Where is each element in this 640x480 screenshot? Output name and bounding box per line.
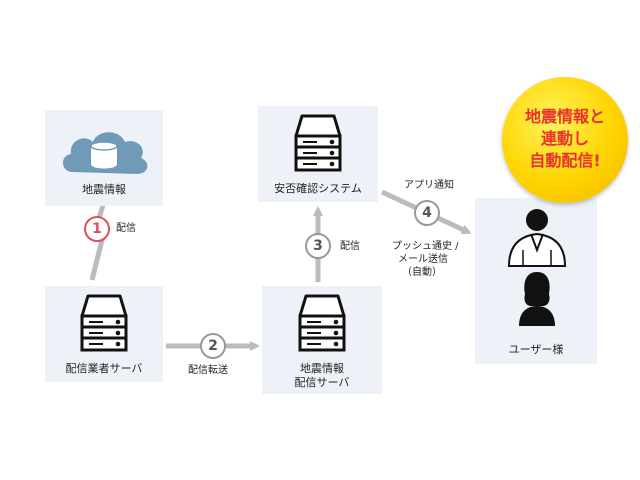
step-label-2: 配信転送 xyxy=(188,365,228,376)
step-label-4-line3: （自動） xyxy=(402,267,442,278)
cloud-database-icon xyxy=(62,132,148,174)
badge-line3: 自動配信! xyxy=(529,151,601,170)
node-label-line2: 配信サーバ xyxy=(294,376,350,389)
badge-line2: 連動し xyxy=(540,129,589,148)
users-icon xyxy=(507,209,567,326)
server-icon xyxy=(294,114,342,172)
node-label: ユーザー様 xyxy=(508,343,564,356)
step-number-3: 3 xyxy=(305,233,331,259)
server-icon xyxy=(298,294,346,352)
badge-line1: 地震情報と xyxy=(524,107,605,126)
step-label-4-line2: メール送信 xyxy=(398,254,448,265)
step-label-4-line1: プッシュ通史 / xyxy=(392,241,459,252)
step-number-2: 2 xyxy=(200,333,226,359)
step-label-3: 配信 xyxy=(340,241,360,252)
node-label: 配信業者サーバ xyxy=(65,362,143,375)
promo-badge: 地震情報と 連動し 自動配信! xyxy=(502,77,628,203)
node-quake-info: 地震情報 xyxy=(45,110,163,206)
woman-icon xyxy=(519,272,555,326)
node-users: ユーザー様 xyxy=(475,198,597,364)
node-safety-confirmation-system: 安否確認システム xyxy=(258,106,378,202)
node-label: 安否確認システム xyxy=(274,182,362,195)
server-icon xyxy=(80,294,128,352)
man-icon xyxy=(507,209,567,267)
node-quake-distribution-server: 地震情報 配信サーバ xyxy=(262,286,382,394)
node-label: 地震情報 xyxy=(82,183,126,196)
step-label-4-top: アプリ通知 xyxy=(404,180,454,191)
step-number-1: 1 xyxy=(84,216,110,242)
step-number-4: 4 xyxy=(414,200,440,226)
node-label-line1: 地震情報 xyxy=(300,362,344,375)
step-label-1: 配信 xyxy=(116,223,136,234)
node-distributor-server: 配信業者サーバ xyxy=(45,286,163,382)
